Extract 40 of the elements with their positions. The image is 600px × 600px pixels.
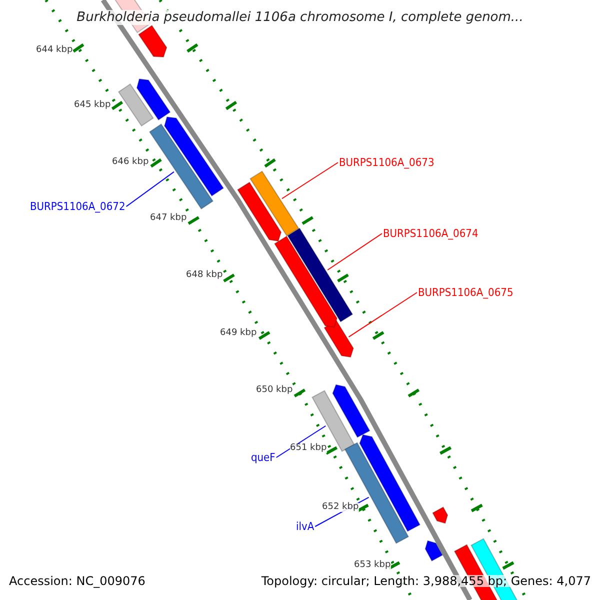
gene-segment bbox=[424, 540, 444, 562]
tick-label: 649 kbp bbox=[220, 329, 257, 338]
accession-text: Accession: NC_009076 bbox=[9, 575, 146, 587]
gene-segment bbox=[324, 320, 354, 358]
gene-segment bbox=[236, 182, 282, 242]
leader-line bbox=[348, 292, 418, 338]
tick-label: 652 kbp bbox=[322, 503, 359, 512]
gene-label: BURPS1106A_0675 bbox=[418, 287, 514, 298]
leader-line bbox=[126, 171, 174, 207]
gene-segment bbox=[332, 384, 370, 438]
gene-segment bbox=[250, 170, 300, 236]
tick-label: 646 kbp bbox=[112, 158, 149, 167]
gene-segment bbox=[136, 78, 171, 121]
tick-label: 653 kbp bbox=[354, 561, 391, 570]
gene-segment bbox=[148, 123, 214, 210]
leader-line bbox=[276, 425, 326, 458]
tick-label: 645 kbp bbox=[74, 101, 111, 110]
leader-line bbox=[281, 162, 338, 200]
gene-segment bbox=[164, 116, 224, 197]
gene-segment bbox=[287, 228, 354, 322]
gene-label: ilvA bbox=[296, 521, 314, 532]
leader-line bbox=[327, 233, 382, 270]
tick-label: 647 kbp bbox=[150, 214, 187, 223]
gene-segment bbox=[118, 83, 154, 127]
gene-segment bbox=[359, 434, 421, 532]
gene-segment bbox=[274, 236, 338, 328]
genome-stats-text: Topology: circular; Length: 3,988,455 bp; Genes: 4,077 bbox=[261, 575, 591, 587]
gene-segment bbox=[138, 24, 168, 58]
gene-segment bbox=[312, 390, 355, 452]
tick-label: 651 kbp bbox=[290, 444, 327, 453]
gene-label: BURPS1106A_0673 bbox=[339, 157, 434, 168]
gene-segment bbox=[344, 442, 410, 544]
tick-label: 650 kbp bbox=[256, 386, 293, 395]
genome-title: Burkholderia pseudomallei 1106a chromosome I, complete genom... bbox=[76, 10, 524, 25]
gene-label: BURPS1106A_0672 bbox=[30, 201, 126, 212]
gene-label: queF bbox=[251, 452, 276, 463]
gene-label: BURPS1106A_0674 bbox=[383, 228, 478, 239]
tick-label: 648 kbp bbox=[186, 271, 223, 280]
gene-segment bbox=[432, 506, 448, 524]
tick-label: 644 kbp bbox=[36, 46, 73, 55]
